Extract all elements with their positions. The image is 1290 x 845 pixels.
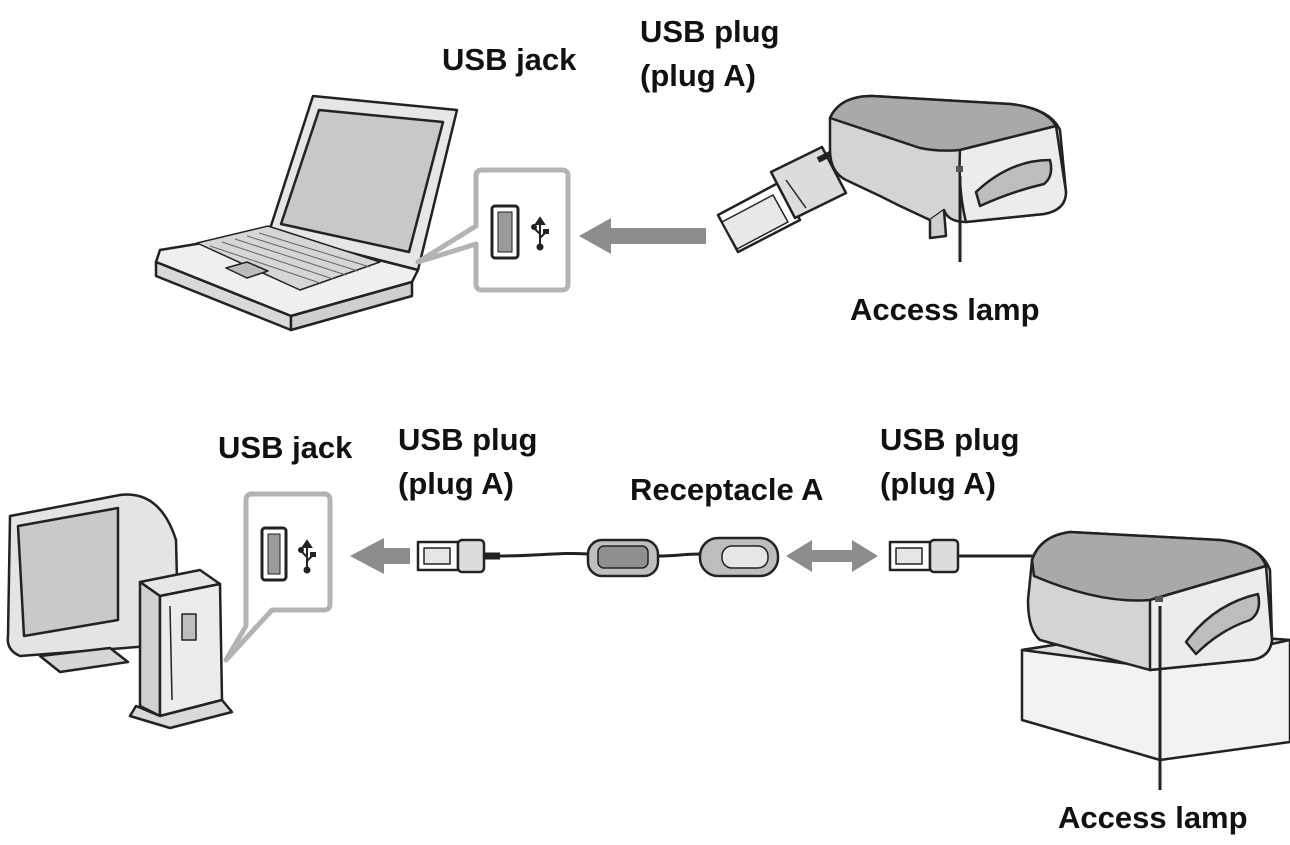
connect-arrow-icon: [786, 540, 878, 572]
access-lamp-icon: [1155, 596, 1163, 602]
usb-jack-callout-top: [415, 167, 571, 293]
insert-arrow-icon: [350, 538, 410, 574]
usb-plug-label-bottom-2-line1: USB plug: [880, 422, 1020, 457]
usb-plug-label-bottom-1-line1: USB plug: [398, 422, 538, 457]
receptacle-a-label: Receptacle A: [630, 472, 824, 507]
usb-plug-label-top-line2: (plug A): [640, 58, 756, 93]
desktop-computer-icon: [6, 493, 234, 730]
insert-arrow-icon: [579, 218, 706, 254]
usb-plug-label-bottom-2-line2: (plug A): [880, 466, 996, 501]
usb-plug-top: [716, 145, 848, 254]
usb-plug-label-bottom-1-line2: (plug A): [398, 466, 514, 501]
usb-plug-label-top-line1: USB plug: [640, 14, 780, 49]
usb-plug-bottom: [888, 538, 1040, 574]
usb-jack-label-bottom: USB jack: [218, 430, 353, 465]
card-reader-icon: [828, 94, 1068, 262]
access-lamp-icon: [956, 166, 963, 172]
laptop-icon: [154, 94, 459, 332]
usb-jack-label-top: USB jack: [442, 42, 577, 77]
access-lamp-label-bottom: Access lamp: [1058, 800, 1248, 835]
access-lamp-label-top: Access lamp: [850, 292, 1040, 327]
card-reader-with-cradle-icon: [1020, 530, 1290, 790]
usb-extension-cable-icon: [416, 536, 780, 578]
usb-jack-callout-bottom: [223, 491, 333, 663]
